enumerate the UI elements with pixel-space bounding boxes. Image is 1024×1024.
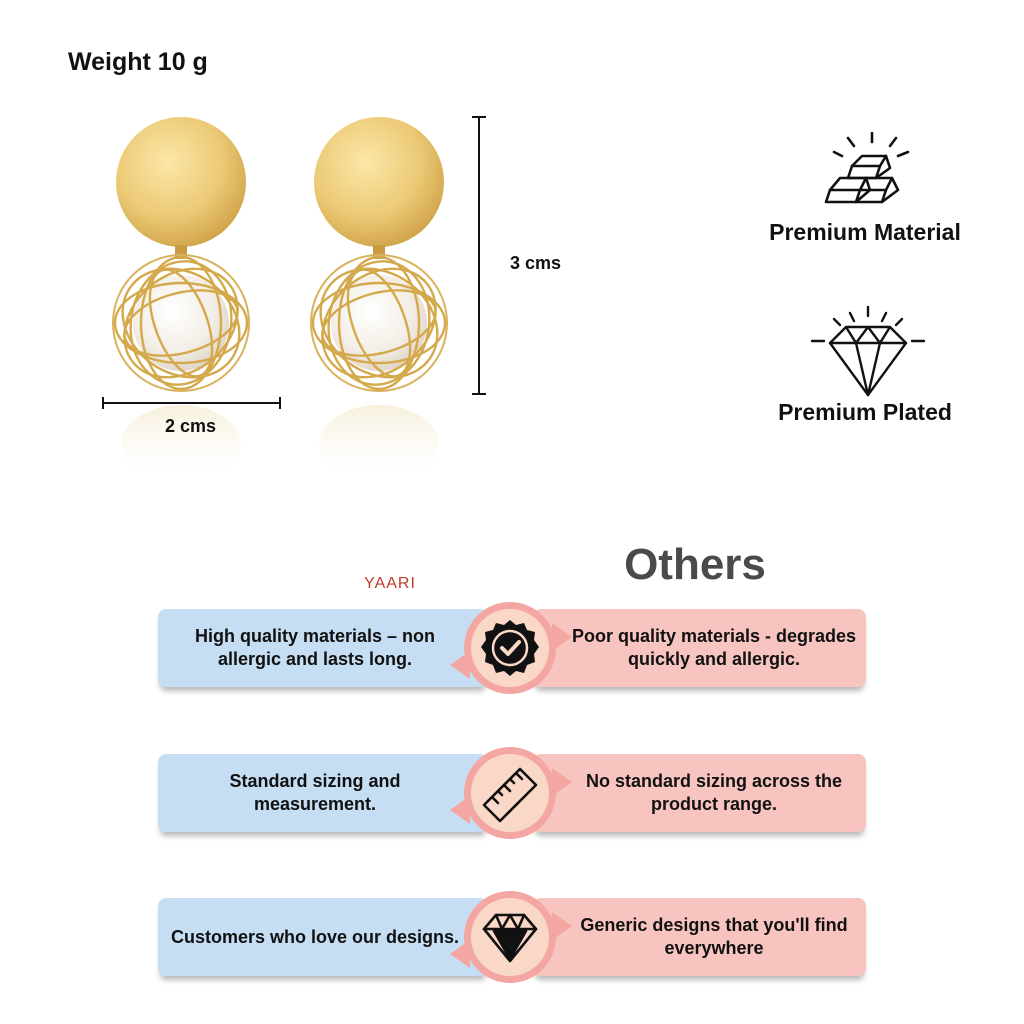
earring-left [112, 117, 250, 485]
others-point: Generic designs that you'll find everywh… [580, 915, 848, 958]
height-dimension-label: 3 cms [510, 253, 562, 273]
brand-column-header: YAARI [364, 575, 416, 592]
row-badge [464, 891, 556, 983]
comparison-row: High quality materials – non allergic an… [158, 602, 868, 694]
comparison-row: Standard sizing and measurement. No stan… [158, 747, 868, 839]
yaari-card: High quality materials – non allergic an… [158, 609, 488, 687]
weight-label: Weight 10 g [68, 48, 208, 76]
others-point: No standard sizing across the product ra… [585, 771, 843, 814]
others-card: Poor quality materials - degrades quickl… [533, 609, 866, 687]
yaari-card: Standard sizing and measurement. [158, 754, 488, 832]
feature-label-material: Premium Material [769, 219, 961, 245]
yaari-point: Customers who love our designs. [170, 926, 460, 947]
diamond-icon [810, 305, 926, 397]
others-point: Poor quality materials - degrades quickl… [571, 626, 857, 669]
earrings-product-image [112, 117, 448, 485]
yaari-point: High quality materials – non allergic an… [194, 626, 436, 669]
comparison-row: Customers who love our designs. Generic … [158, 891, 868, 983]
badge-pointer-right [552, 912, 572, 940]
others-card: No standard sizing across the product ra… [533, 754, 866, 832]
ruler-icon [482, 767, 538, 823]
badge-pointer-right [552, 623, 572, 651]
width-dimension-label: 2 cms [165, 416, 217, 436]
quality-check-badge-icon [481, 620, 539, 676]
diamond-icon [482, 913, 538, 963]
others-column-header: Others [624, 540, 766, 589]
row-badge [464, 747, 556, 839]
gold-bars-icon [824, 132, 910, 204]
badge-pointer-right [552, 768, 572, 796]
earring-right [310, 117, 448, 485]
row-badge [464, 602, 556, 694]
yaari-point: Standard sizing and measurement. [229, 771, 401, 814]
feature-label-plated: Premium Plated [778, 399, 952, 425]
others-card: Generic designs that you'll find everywh… [533, 898, 866, 976]
yaari-card: Customers who love our designs. [158, 898, 488, 976]
